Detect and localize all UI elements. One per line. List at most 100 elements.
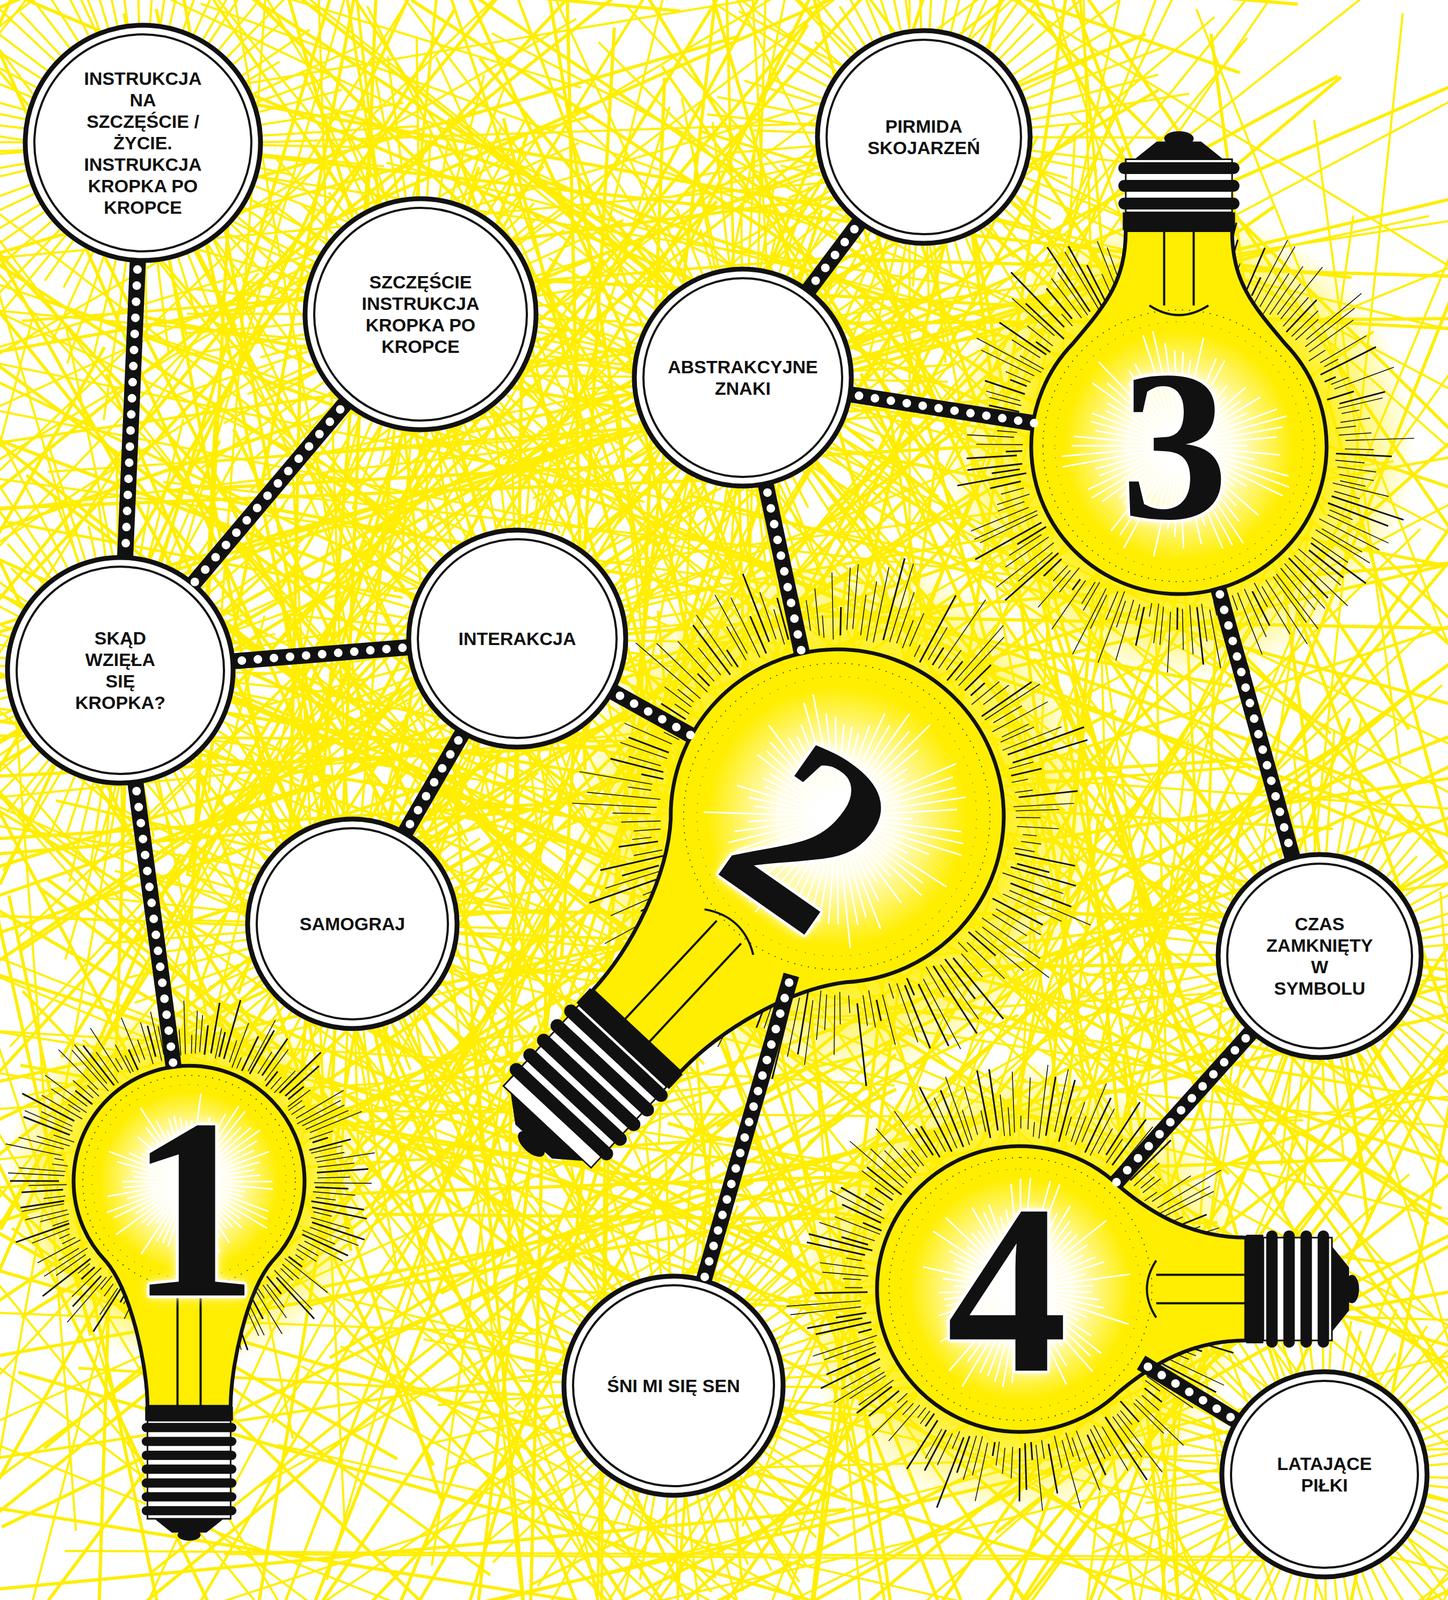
yellow-ray [167, 248, 187, 337]
yellow-ray [834, 285, 953, 338]
yellow-ray [1018, 74, 1159, 112]
yellow-ray [170, 437, 248, 579]
yellow-ray [529, 211, 664, 317]
yellow-ray [151, 769, 175, 842]
circle-inner-ring [16, 566, 224, 774]
bulb-ray [1305, 308, 1355, 347]
yellow-ray [114, 870, 258, 903]
bulb-tip [513, 1126, 549, 1162]
yellow-ray [1368, 1036, 1448, 1167]
yellow-ray [362, 1019, 375, 1137]
yellow-ray [246, 173, 333, 199]
yellow-ray [720, 1474, 772, 1571]
bulb-ray [799, 572, 866, 640]
yellow-ray [927, 235, 930, 317]
topic-circle: SZCZĘŚCIE INSTRUKCJA KROPKA PO KROPCE [302, 196, 539, 433]
bulb-number: 3 [1120, 338, 1229, 554]
yellow-ray [531, 444, 546, 540]
bulb-ray [1087, 265, 1108, 306]
bulb-ray [919, 966, 951, 997]
bulb-ray [920, 965, 991, 1034]
chain-beads [125, 261, 138, 557]
yellow-ray [423, 1339, 575, 1368]
bulb-ray [1046, 288, 1073, 319]
bulb-ray [1149, 603, 1152, 617]
yellow-ray [1362, 1039, 1437, 1188]
bulb-ray [959, 953, 984, 977]
yellow-ray [426, 724, 467, 793]
yellow-ray [632, 460, 687, 540]
bulb-ray [20, 1200, 64, 1208]
yellow-ray [292, 647, 418, 658]
bulb-ray [1340, 417, 1371, 423]
yellow-ray [1166, 820, 1250, 894]
bulb-ray [1320, 335, 1367, 363]
yellow-ray [205, 545, 300, 611]
yellow-ray [116, 457, 119, 567]
yellow-ray [1388, 1019, 1447, 1073]
bulb-ray [981, 910, 1040, 966]
bead-chain [233, 647, 408, 662]
yellow-ray [1383, 1548, 1439, 1600]
bulb-ray [986, 391, 1020, 401]
bulb-thread [1118, 162, 1240, 175]
yellow-ray [1015, 47, 1164, 103]
bulb-ray [263, 1284, 287, 1318]
yellow-ray [219, 214, 326, 268]
bulb-ray [295, 1254, 304, 1261]
bulb-ray [976, 337, 1042, 373]
yellow-ray [823, 436, 937, 520]
double-ring-circle [631, 266, 854, 489]
yellow-ray [0, 973, 671, 1600]
bulb-ray [158, 1026, 164, 1055]
yellow-ray [160, 765, 214, 891]
yellow-ray [235, 703, 308, 839]
yellow-ray [1199, 1022, 1254, 1077]
yellow-ray [178, 332, 316, 357]
yellow-ray [222, 216, 304, 292]
bulb-ray [826, 606, 856, 636]
yellow-ray [1385, 1300, 1448, 1402]
bulb-ray [653, 705, 680, 731]
yellow-ray [161, 440, 221, 575]
yellow-ray [517, 219, 624, 270]
bulb-ray [945, 957, 1011, 1019]
yellow-ray [1130, 903, 1230, 931]
bulb-ray [989, 405, 1020, 412]
yellow-ray [447, 941, 603, 971]
topic-circle: INTERAKCJA [406, 527, 629, 750]
yellow-ray [249, 384, 340, 463]
yellow-ray [0, 431, 73, 578]
yellow-ray [727, 1470, 800, 1582]
bulb-ray [1344, 449, 1374, 450]
yellow-ray [567, 391, 644, 403]
yellow-ray [423, 988, 509, 1066]
bulb-filament [1149, 230, 1209, 316]
bulb-ray [1265, 580, 1308, 644]
yellow-ray [1173, 1026, 1259, 1126]
yellow-ray [1200, 726, 1277, 873]
bulb-ray [1324, 377, 1336, 382]
bulb-ray [140, 1022, 154, 1064]
bulb-ray [1135, 606, 1145, 646]
bulb-ray [68, 1104, 81, 1112]
bulb-ray [930, 964, 988, 1019]
bulb-ray [121, 1017, 141, 1063]
bulb-ray [863, 563, 940, 642]
bulb-ray [579, 742, 653, 814]
bulb-ray [1254, 240, 1288, 304]
yellow-ray [758, 0, 864, 60]
bulb-ray [5, 1144, 62, 1156]
bulb-ray [812, 615, 835, 638]
bulb-ray [985, 673, 1040, 731]
bulb-ray [1015, 782, 1033, 801]
yellow-ray [265, 0, 729, 576]
yellow-ray [334, 975, 788, 1600]
bulb-ray [45, 1075, 88, 1107]
yellow-ray [416, 38, 419, 208]
yellow-ray [707, 168, 832, 212]
bulb-ray [1197, 606, 1204, 665]
yellow-ray [706, 114, 827, 127]
circle-label: INSTRUKCJA NA SZCZĘŚCIE / ŻYCIE. INSTRUK… [78, 67, 208, 219]
yellow-ray [362, 541, 433, 586]
